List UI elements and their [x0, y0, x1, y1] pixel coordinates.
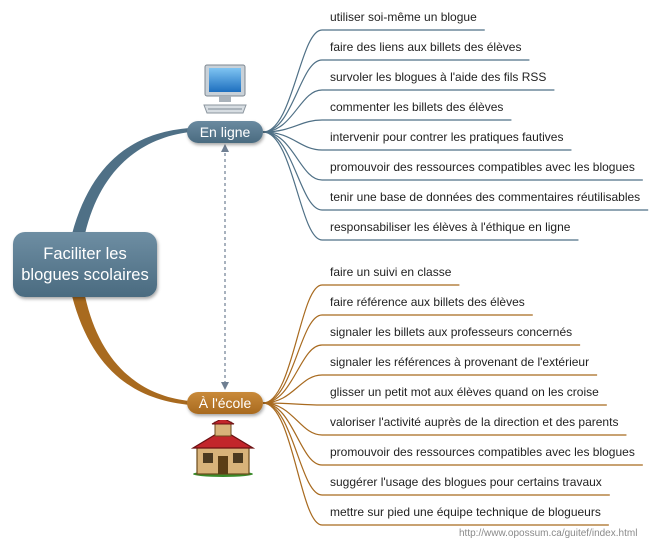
online-branch: [262, 131, 323, 211]
topic-en-ligne[interactable]: En ligne: [187, 121, 263, 143]
ecole-branch: [262, 402, 323, 466]
online-subtopic[interactable]: intervenir pour contrer les pratiques fa…: [330, 130, 564, 144]
online-subtopic[interactable]: utiliser soi-même un blogue: [330, 10, 477, 24]
ecole-subtopic[interactable]: glisser un petit mot aux élèves quand on…: [330, 385, 599, 399]
topic-a-l-ecole[interactable]: À l'école: [187, 392, 263, 414]
online-branch: [262, 29, 323, 133]
ecole-subtopic[interactable]: suggérer l'usage des blogues pour certai…: [330, 475, 602, 489]
ecole-subtopic[interactable]: faire un suivi en classe: [330, 265, 452, 279]
online-subtopic[interactable]: faire des liens aux billets des élèves: [330, 40, 522, 54]
relation-arrowhead-top: [221, 144, 229, 152]
trunk-a-l-ecole: [72, 296, 190, 405]
ecole-subtopic[interactable]: valoriser l'activité auprès de la direct…: [330, 415, 619, 429]
online-branch: [262, 131, 323, 151]
online-branch: [262, 59, 323, 133]
ecole-subtopic[interactable]: signaler les références à provenant de l…: [330, 355, 590, 369]
ecole-subtopic[interactable]: signaler les billets aux professeurs con…: [330, 325, 573, 339]
school-house-icon: [190, 420, 256, 477]
ecole-subtopic[interactable]: faire référence aux billets des élèves: [330, 295, 525, 309]
ecole-branch: [262, 344, 323, 404]
online-subtopic[interactable]: commenter les billets des élèves: [330, 100, 504, 114]
online-branch: [262, 131, 323, 241]
online-branch: [262, 119, 323, 133]
ecole-branch: [262, 314, 323, 404]
ecole-branch: [262, 374, 323, 404]
ecole-branch: [262, 284, 323, 404]
online-subtopic[interactable]: tenir une base de données des commentair…: [330, 190, 641, 204]
central-topic[interactable]: Faciliter les blogues scolaires: [13, 232, 157, 297]
central-topic-line-2: blogues scolaires: [21, 265, 149, 284]
online-branch: [262, 131, 323, 181]
central-topic-line-1: Faciliter les: [43, 244, 127, 263]
trunk-en-ligne: [72, 128, 190, 234]
credit-url: http://www.opossum.ca/guitef/index.html: [459, 528, 638, 539]
computer-monitor-icon: [203, 64, 247, 114]
online-branch: [262, 89, 323, 133]
relation-arrowhead-bottom: [221, 382, 229, 390]
online-subtopic[interactable]: survoler les blogues à l'aide des fils R…: [330, 70, 547, 84]
online-subtopic[interactable]: responsabiliser les élèves à l'éthique e…: [330, 220, 571, 234]
online-subtopic[interactable]: promouvoir des ressources compatibles av…: [330, 160, 635, 174]
ecole-subtopic[interactable]: mettre sur pied une équipe technique de …: [330, 505, 601, 519]
ecole-branch: [262, 402, 323, 436]
ecole-branch: [262, 402, 323, 526]
ecole-subtopic[interactable]: promouvoir des ressources compatibles av…: [330, 445, 635, 459]
